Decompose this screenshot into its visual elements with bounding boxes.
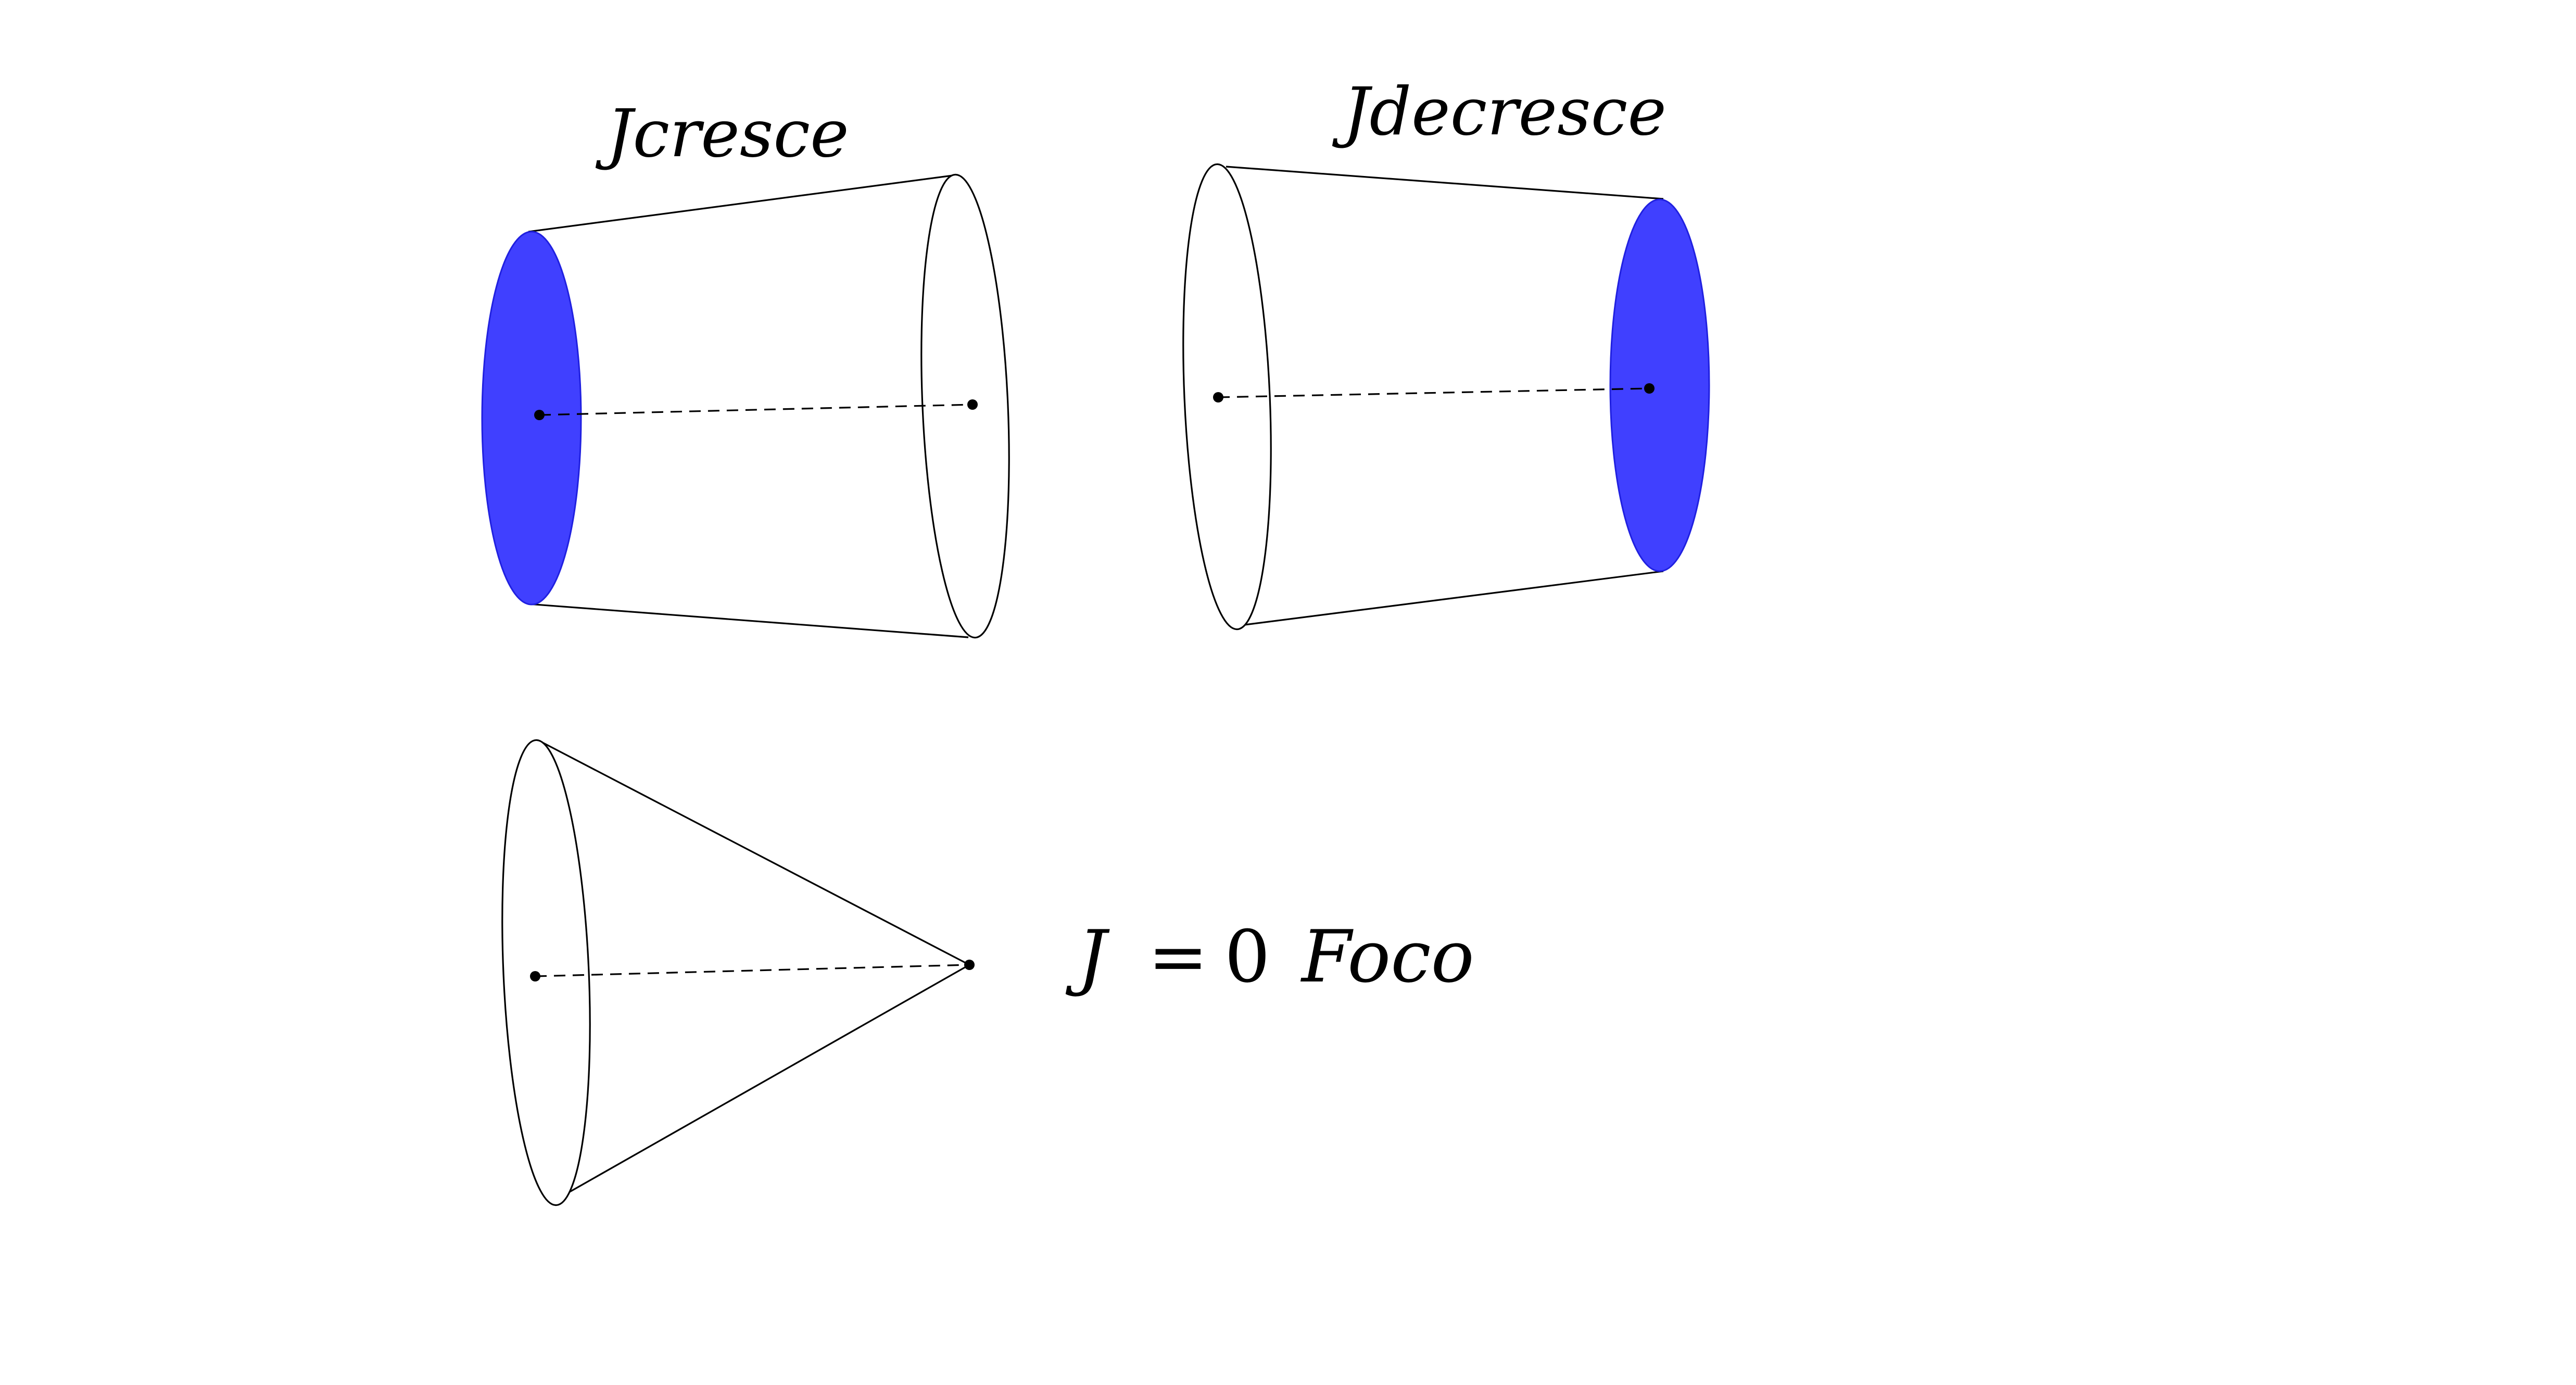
frustum-decreasing-small-center [1644,383,1655,394]
frustum-growing [481,173,1010,639]
frustum-decreasing-axis [1218,387,1650,398]
frustum-growing-filled-face [481,231,582,606]
label-focus-zero: 0 [1224,915,1270,999]
frustum-decreasing [1182,163,1710,631]
frustum-growing-bottom-edge [528,603,969,638]
frustum-growing-small-center [534,410,545,420]
label-growing: Jcresce [595,95,849,172]
frustum-growing-axis [539,404,973,416]
cone-bottom-edge [559,964,970,1199]
cone-focal-point [964,960,975,970]
label-focus-equals: = [1148,915,1208,999]
label-decreasing: Jdecresce [1332,73,1666,150]
cone-axis [535,964,970,977]
label-focus: J = 0 Foco [1065,915,1474,999]
frustum-growing-large-rim [920,173,1010,639]
frustum-decreasing-filled-face [1609,198,1710,572]
label-focus-word: Foco [1300,915,1474,999]
label-focus-j: J [1065,915,1110,999]
frustum-growing-top-edge [528,174,953,233]
cone-base-center [530,971,540,981]
frustum-decreasing-bottom-edge [1236,570,1664,627]
cone-top-edge [541,741,970,966]
frustum-growing-large-center [967,399,978,410]
cone-focus [501,739,975,1206]
frustum-decreasing-top-edge [1226,166,1664,200]
frustum-decreasing-large-center [1213,392,1223,402]
cone-base-rim [501,739,591,1206]
